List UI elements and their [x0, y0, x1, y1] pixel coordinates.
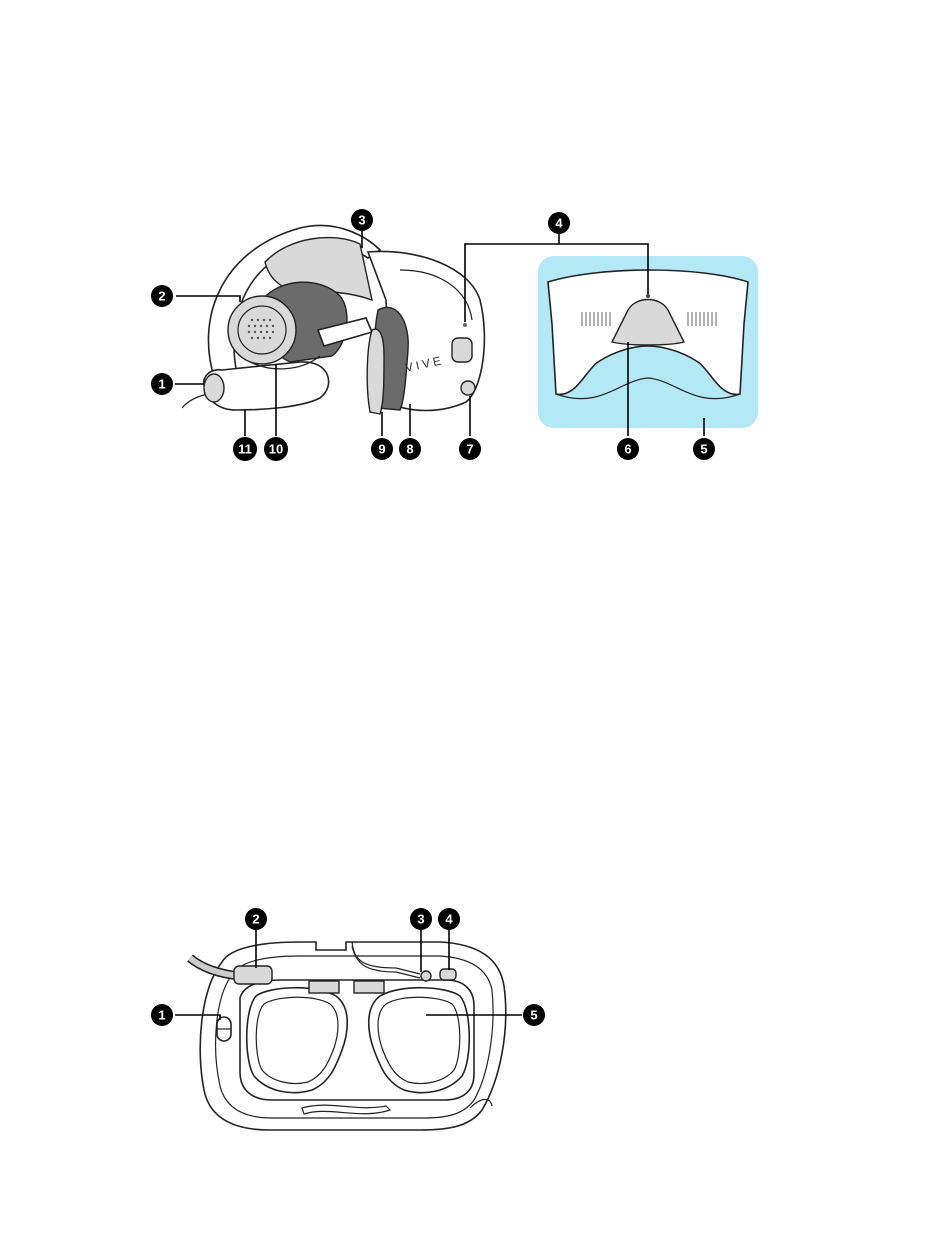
callout-badge-5: 5 [693, 438, 715, 460]
svg-text:4: 4 [445, 912, 453, 927]
front-button [452, 338, 472, 362]
svg-text:1: 1 [158, 377, 165, 392]
callout-badge-bottom-4: 4 [438, 908, 460, 930]
callout-badge-9: 9 [371, 438, 393, 460]
callout-badge-3: 3 [351, 209, 373, 231]
svg-text:3: 3 [417, 912, 424, 927]
callout-badge-8: 8 [399, 438, 421, 460]
svg-text:4: 4 [555, 216, 563, 231]
usb-port [440, 969, 456, 980]
callout-badge-10: 10 [264, 437, 288, 461]
callout-badge-2: 2 [151, 285, 173, 307]
callout-badge-4: 4 [548, 212, 570, 234]
callout-badge-bottom-3: 3 [410, 908, 432, 930]
sensor-window-left [309, 981, 339, 993]
callout-badge-bottom-2: 2 [245, 908, 267, 930]
svg-text:9: 9 [378, 442, 385, 457]
svg-text:5: 5 [530, 1008, 537, 1023]
callout-badge-bottom-5: 5 [523, 1004, 545, 1026]
callout-badge-6: 6 [617, 438, 639, 460]
svg-text:7: 7 [466, 442, 473, 457]
svg-text:2: 2 [252, 912, 259, 927]
callout-badge-7: 7 [459, 438, 481, 460]
power-button [461, 381, 475, 395]
svg-text:3: 3 [358, 213, 365, 228]
svg-text:11: 11 [238, 442, 252, 457]
proximity-sensor [463, 323, 467, 327]
lens-housing [367, 329, 384, 414]
sensor-window-right [354, 981, 384, 993]
headset-side-view: VIVE [182, 225, 484, 414]
cable-connector [234, 966, 272, 984]
svg-text:8: 8 [406, 442, 413, 457]
svg-text:10: 10 [269, 442, 283, 457]
callout-badge-11: 11 [233, 437, 257, 461]
audio-jack [421, 971, 431, 981]
svg-text:6: 6 [624, 442, 631, 457]
callout-badge-1: 1 [151, 373, 173, 395]
headset-lens-view [190, 942, 506, 1130]
svg-text:5: 5 [700, 442, 707, 457]
adjustment-dial [204, 374, 224, 402]
svg-text:1: 1 [158, 1008, 165, 1023]
callout-badge-bottom-1: 1 [151, 1004, 173, 1026]
svg-text:2: 2 [158, 289, 165, 304]
